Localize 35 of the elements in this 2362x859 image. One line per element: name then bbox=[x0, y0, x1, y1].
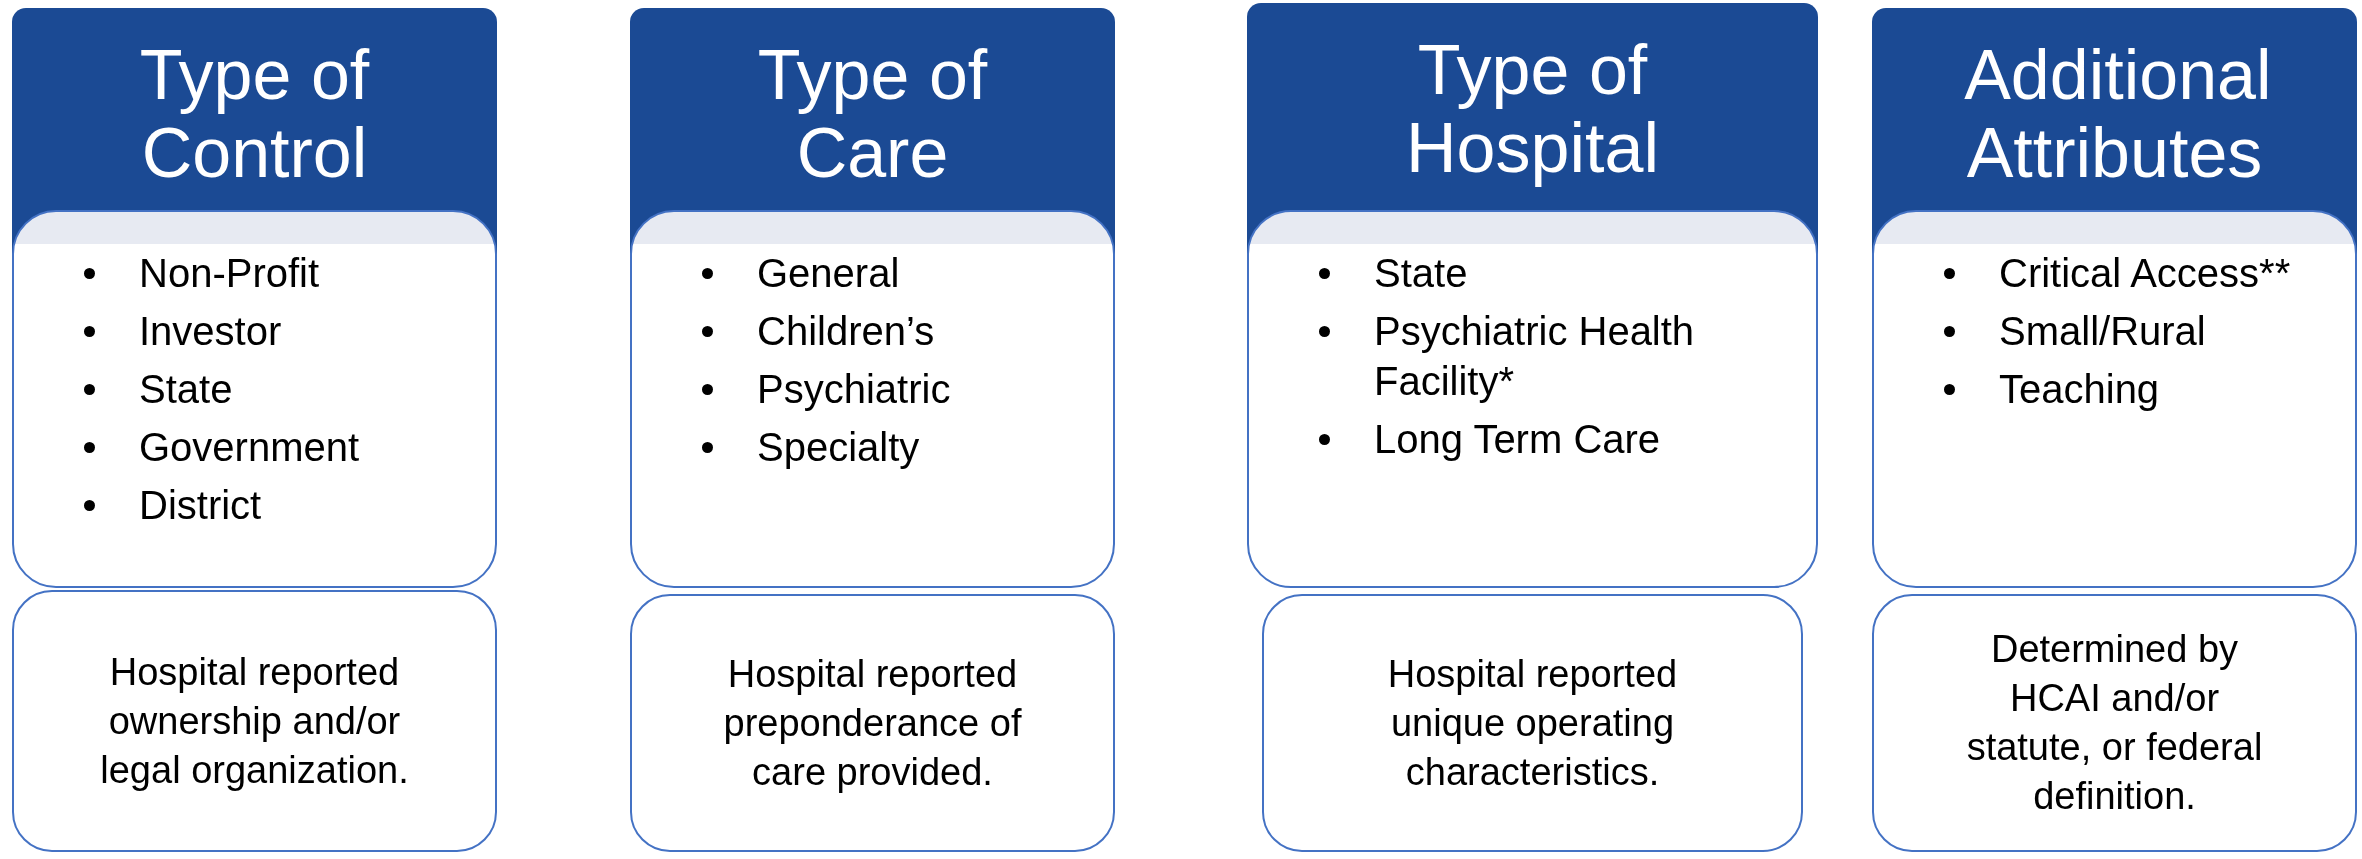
list-item: Long Term Care bbox=[1374, 416, 1661, 463]
list-item: General bbox=[757, 250, 900, 297]
list-item: Investor bbox=[139, 308, 282, 355]
column-header bbox=[12, 8, 497, 210]
list-item: Non-Profit bbox=[139, 250, 320, 297]
list-item: Psychiatric bbox=[757, 366, 951, 413]
list-item: Small/Rural bbox=[1999, 308, 2206, 355]
list-item: Government bbox=[139, 424, 360, 471]
list-item: Psychiatric Health Facility* bbox=[1374, 308, 1696, 405]
description-text: Hospital reported preponderance of care provided. bbox=[722, 651, 1023, 795]
list-panel bbox=[1872, 210, 2357, 588]
description-box bbox=[1872, 594, 2357, 852]
list-item: State bbox=[139, 366, 233, 413]
list-item: Teaching bbox=[1999, 366, 2160, 413]
list-item: Specialty bbox=[757, 424, 920, 471]
list-panel bbox=[12, 210, 497, 588]
list-item: District bbox=[139, 482, 262, 529]
list-item: Children’s bbox=[757, 308, 935, 355]
column-header bbox=[630, 8, 1115, 210]
header-title: Additional Attributes bbox=[1964, 36, 2265, 192]
header-title: Type of Control bbox=[138, 36, 371, 192]
list-panel bbox=[630, 210, 1115, 588]
description-text: Determined by HCAI and/or statute, or federal definition. bbox=[1965, 627, 2264, 819]
header-title: Type of Care bbox=[756, 36, 989, 192]
description-text: Hospital reported ownership and/or legal organization. bbox=[99, 649, 410, 793]
description-box bbox=[12, 590, 497, 852]
list-item: Critical Access** bbox=[1999, 250, 2291, 297]
list-panel bbox=[1247, 210, 1818, 588]
column-header bbox=[1247, 3, 1818, 210]
description-box bbox=[630, 594, 1115, 852]
description-box bbox=[1262, 594, 1803, 852]
description-text: Hospital reported unique operating characteristics. bbox=[1386, 651, 1679, 795]
column-header bbox=[1872, 8, 2357, 210]
header-title: Type of Hospital bbox=[1405, 31, 1660, 187]
list-item: State bbox=[1374, 250, 1468, 297]
